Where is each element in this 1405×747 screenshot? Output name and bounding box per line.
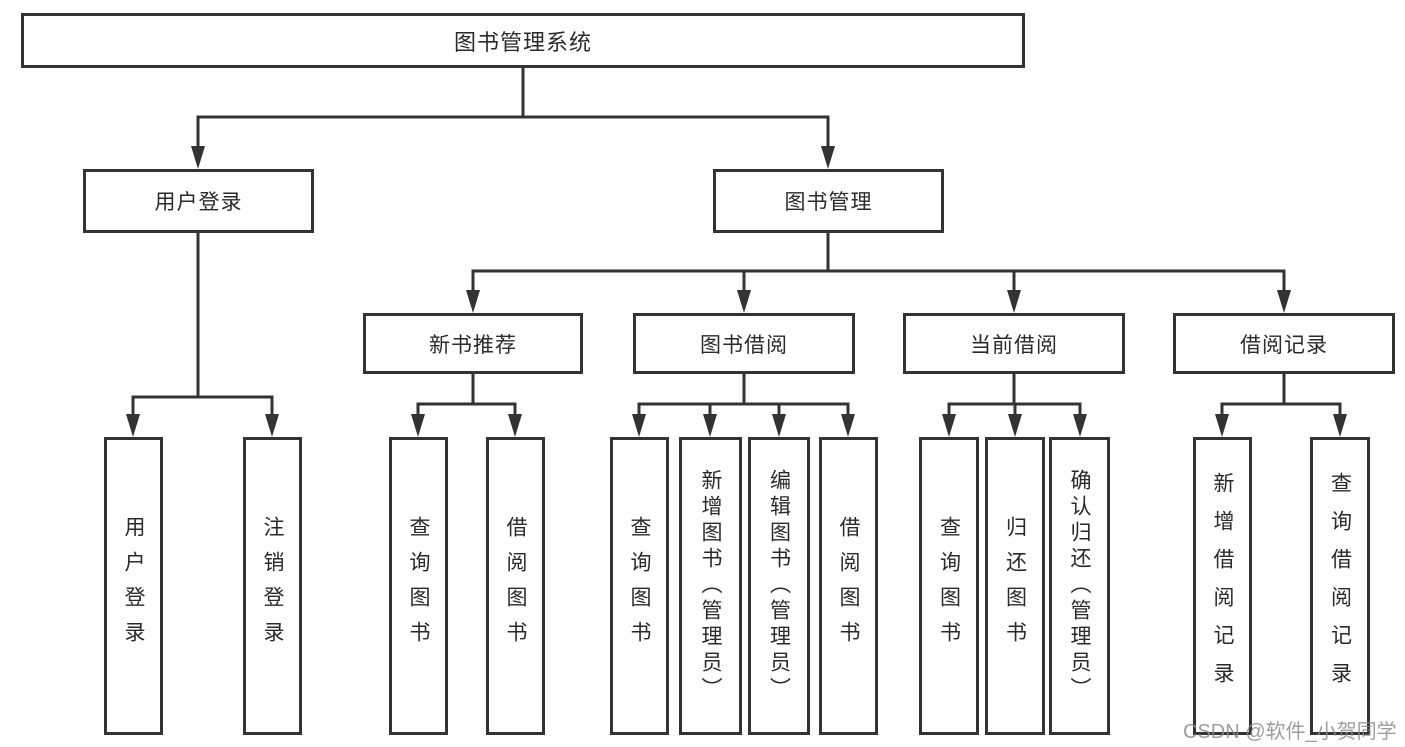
leaf-borrow-books-recommend: 借阅图书: [486, 437, 545, 735]
node-label: 借阅记录: [1240, 333, 1328, 357]
csdn-watermark: CSDN @软件_小贺同学: [1183, 721, 1397, 743]
leaf-label: 查询图书: [628, 516, 651, 656]
leaf-label: 确认归还（管理员）: [1068, 469, 1091, 703]
leaf-label: 注销登录: [261, 516, 284, 656]
leaf-return-books: 归还图书: [985, 437, 1045, 735]
leaf-add-borrow-record: 新增借阅记录: [1193, 437, 1252, 735]
node-label: 图书管理: [784, 191, 873, 214]
node-user-login: 用户登录: [83, 169, 314, 233]
leaf-label: 查询图书: [407, 516, 430, 656]
leaf-label: 编辑图书（管理员）: [767, 469, 791, 703]
node-book-borrow: 图书借阅: [633, 313, 855, 374]
leaf-query-borrow-record: 查询借阅记录: [1310, 437, 1370, 735]
node-borrow-records: 借阅记录: [1173, 313, 1395, 374]
leaf-label: 新增借阅记录: [1211, 472, 1234, 700]
leaf-query-books-current: 查询图书: [919, 437, 979, 735]
leaf-label: 查询图书: [937, 516, 961, 656]
node-label: 图书借阅: [700, 333, 788, 357]
leaf-label: 归还图书: [1003, 516, 1027, 656]
leaf-query-books-recommend: 查询图书: [389, 437, 448, 735]
node-label: 图书管理系统: [453, 29, 592, 55]
leaf-user-login: 用户登录: [104, 437, 163, 735]
node-label: 新书推荐: [429, 333, 517, 357]
leaf-label: 借阅图书: [504, 516, 527, 656]
leaf-confirm-return-admin: 确认归还（管理员）: [1049, 437, 1110, 735]
node-label: 当前借阅: [970, 333, 1058, 357]
leaf-query-books-borrow: 查询图书: [610, 437, 669, 735]
leaf-label: 新增图书（管理员）: [699, 469, 722, 703]
leaf-label: 借阅图书: [837, 516, 860, 656]
leaf-add-books-admin: 新增图书（管理员）: [679, 437, 742, 735]
leaf-logout: 注销登录: [243, 437, 302, 735]
leaf-label: 查询借阅记录: [1328, 472, 1352, 700]
leaf-label: 用户登录: [122, 516, 145, 656]
node-new-book-recommend: 新书推荐: [363, 313, 583, 374]
leaf-borrow-books: 借阅图书: [819, 437, 878, 735]
node-current-borrow: 当前借阅: [903, 313, 1125, 374]
leaf-edit-books-admin: 编辑图书（管理员）: [748, 437, 810, 735]
node-library-management-system: 图书管理系统: [21, 13, 1025, 68]
node-label: 用户登录: [154, 191, 243, 214]
node-book-management: 图书管理: [713, 169, 944, 233]
